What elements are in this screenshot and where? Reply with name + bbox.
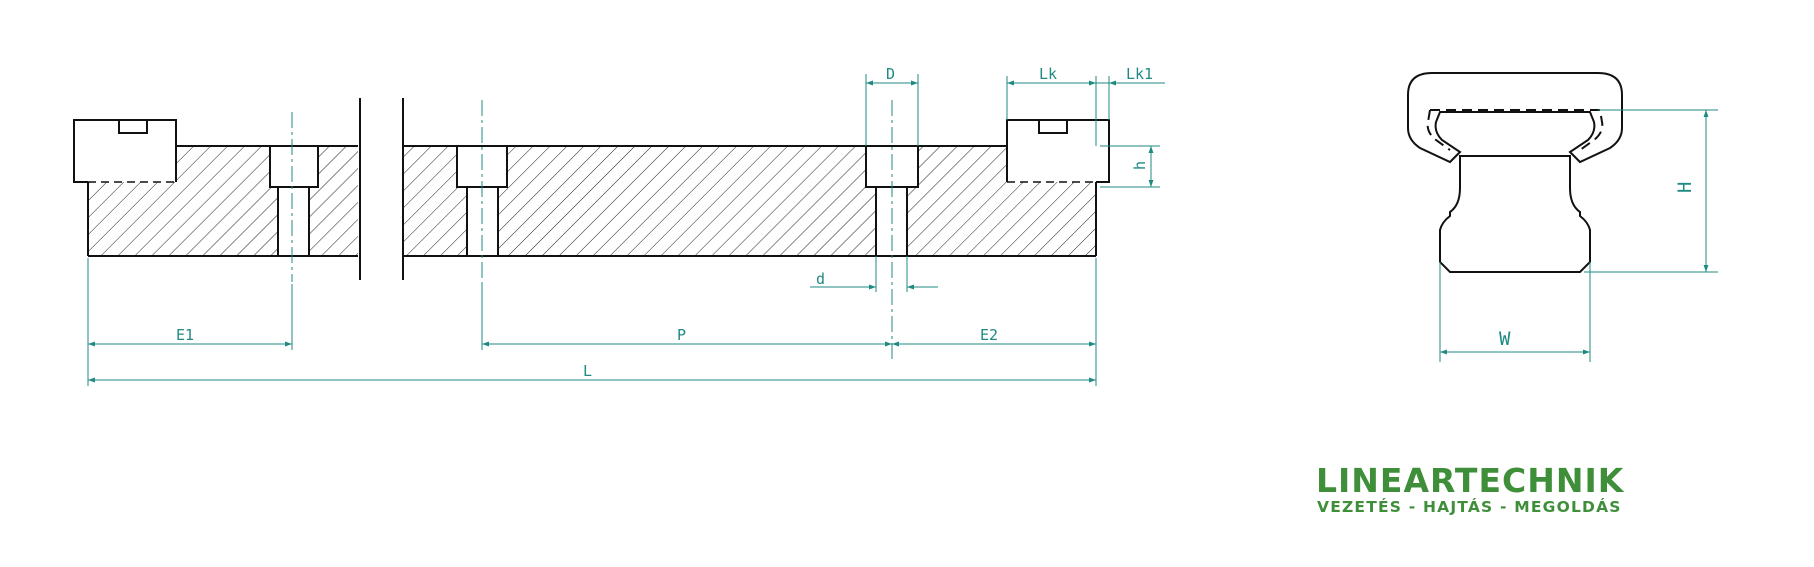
label-Lk1: Lk1: [1126, 65, 1153, 83]
label-E1: E1: [176, 326, 194, 344]
break-lines: [359, 98, 404, 280]
label-D: D: [886, 65, 895, 83]
label-h: h: [1131, 161, 1149, 170]
label-L: L: [583, 362, 592, 380]
label-Lk: Lk: [1039, 65, 1057, 83]
label-E2: E2: [980, 326, 998, 344]
side-view-dimensions: [87, 74, 1165, 386]
logo-brand-text: LINEARTECHNIK: [1316, 461, 1625, 500]
label-d: d: [816, 270, 825, 288]
end-cap-left: [73, 119, 177, 183]
label-H: H: [1674, 182, 1696, 193]
rail-section-view: [73, 98, 1110, 360]
rail-right-segment: [403, 100, 1097, 360]
cross-section-dimensions: [1439, 109, 1718, 362]
end-cap-profile: [1407, 72, 1623, 164]
rail-profile: [1439, 155, 1591, 273]
cross-section-labels: H W: [1499, 182, 1696, 350]
logo-tagline: VEZETÉS - HAJTÁS - MEGOLDÁS: [1317, 497, 1622, 516]
company-logo: LINEARTECHNIK VEZETÉS - HAJTÁS - MEGOLDÁ…: [1316, 461, 1625, 516]
side-view-labels: D Lk Lk1 h d E1 P E2 L: [176, 65, 1153, 380]
rail-cross-section: [1407, 72, 1623, 273]
label-P: P: [677, 326, 686, 344]
label-W: W: [1499, 328, 1511, 350]
end-cap-right: [1006, 119, 1110, 183]
